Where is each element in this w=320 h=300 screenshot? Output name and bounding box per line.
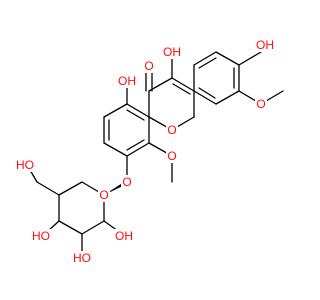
hydroxyl-label: HO	[32, 229, 50, 243]
bond	[126, 139, 145, 151]
bond-layer	[29, 51, 284, 252]
bond	[58, 181, 83, 196]
bond	[148, 77, 173, 92]
hydroxyl-label: OH	[256, 38, 274, 52]
bond	[238, 51, 262, 66]
atom-label-layer: OH OH O O OH O O O O HO HO OH HO	[14, 38, 276, 265]
bond	[198, 57, 217, 69]
molecule-canvas: OH OH O O OH O O O O HO HO OH HO	[14, 38, 284, 265]
bond	[215, 51, 240, 66]
bond	[58, 220, 83, 235]
bond	[103, 142, 128, 157]
bond	[81, 220, 105, 235]
hydroxyl-label: OH	[115, 229, 133, 243]
hydroxyl-label: HO	[73, 251, 91, 265]
hydroxyl-label: HO	[16, 158, 34, 172]
carbonyl-oxygen-label: O	[144, 59, 153, 73]
bond	[103, 103, 128, 118]
methoxy-oxygen-label: O	[167, 149, 176, 163]
methoxy-oxygen-label: O	[256, 97, 265, 111]
hydroxyl-label: OH	[118, 74, 136, 88]
bond	[126, 109, 145, 121]
bond	[126, 142, 150, 157]
bond	[36, 181, 60, 196]
ring-oxygen-label: O	[167, 123, 176, 137]
bond	[193, 90, 217, 105]
glycosidic-oxygen-label: O	[122, 175, 131, 189]
bond	[198, 87, 216, 99]
structure-diagram: OH OH O O OH O O O O HO HO OH HO	[14, 38, 284, 265]
bond	[215, 90, 240, 105]
bond	[172, 83, 191, 95]
bond	[193, 51, 217, 66]
sugar-ring-oxygen-label: O	[99, 188, 108, 202]
hydroxyl-label: OH	[163, 45, 181, 59]
bond	[171, 77, 195, 92]
bond	[126, 103, 150, 118]
